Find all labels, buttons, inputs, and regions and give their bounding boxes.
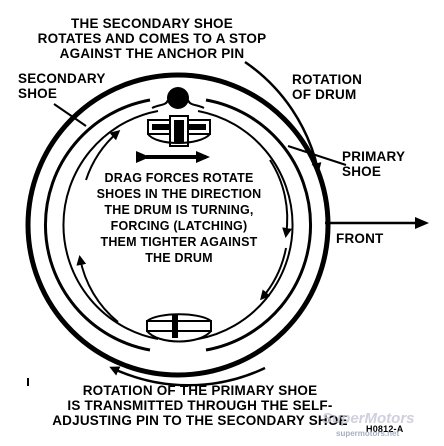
lower-left-arrow xyxy=(76,255,119,323)
secondary-shoe-arrow xyxy=(85,130,121,181)
anchor-pin xyxy=(167,87,189,109)
brake-drum xyxy=(25,72,331,378)
label-bottom-note: ROTATION OF THE PRIMARY SHOE IS TRANSMIT… xyxy=(52,383,348,428)
secondary-shoe-leader xyxy=(53,103,87,127)
primary-shoe-rotation-arrow xyxy=(109,366,266,387)
label-top-note: THE SECONDARY SHOE ROTATES AND COMES TO … xyxy=(37,16,267,61)
primary-shoe xyxy=(205,98,313,352)
label-front: FRONT xyxy=(336,231,384,246)
supermotors-watermark: SuperMotors supermotors.net xyxy=(322,410,440,438)
primary-shoe-arrow-bottom xyxy=(260,247,287,301)
label-center-note: DRAG FORCES ROTATE SHOES IN THE DIRECTIO… xyxy=(96,171,262,265)
adjusting-pin xyxy=(146,313,212,343)
upper-link xyxy=(147,115,211,147)
label-rotation-of-drum: ROTATION OF DRUM xyxy=(292,72,363,102)
primary-shoe-leader xyxy=(287,145,347,166)
label-primary-shoe: PRIMARY SHOE xyxy=(342,149,406,179)
watermark-logo: SuperMotors xyxy=(322,410,415,427)
secondary-shoe xyxy=(43,98,151,352)
primary-shoe-arrow-top xyxy=(269,159,293,238)
label-secondary-shoe: SECONDARY SHOE xyxy=(18,71,106,101)
figure-code: H0812-A xyxy=(366,424,404,434)
watermark-url: supermotors.net xyxy=(336,429,400,438)
